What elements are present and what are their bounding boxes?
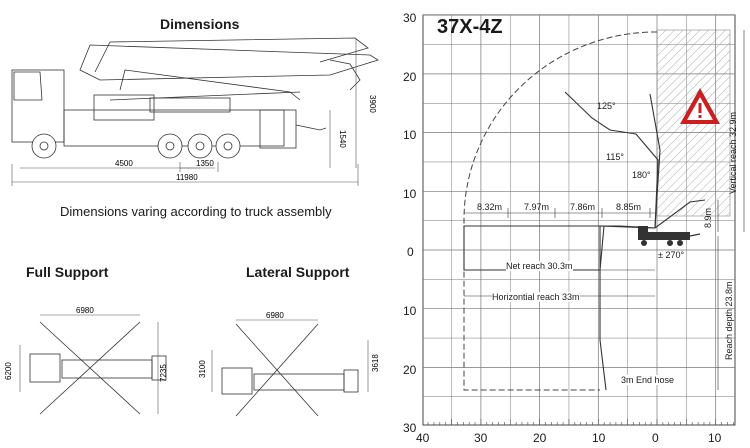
dim-mid-1350: 1350	[196, 159, 214, 168]
dimensions-note: Dimensions varing according to truck ass…	[60, 204, 332, 219]
x-tick-label: 10	[708, 431, 722, 445]
full-support-depth2: 7235	[159, 364, 168, 382]
lateral-support-top-view	[211, 319, 369, 417]
section-label: 8.32m	[477, 202, 503, 212]
angle-270: ± 270°	[658, 250, 685, 260]
reach-depth-label: Reach depth 23.8m	[724, 281, 734, 360]
lateral-support-title: Lateral Support	[246, 264, 350, 280]
grid-line	[422, 14, 736, 426]
full-support-top-view	[19, 314, 167, 415]
lateral-support-depth2: 3618	[371, 354, 380, 372]
hatched-zone	[656, 29, 731, 217]
end-hose-label: 3m End hose	[621, 375, 675, 385]
x-tick-label: 20	[533, 431, 547, 445]
full-support-title: Full Support	[26, 264, 109, 280]
lateral-support-depth: 3100	[198, 360, 207, 378]
section-label: 7.97m	[524, 202, 550, 212]
truck-dimension-lines	[11, 38, 359, 186]
section-label: 8.85m	[616, 202, 642, 212]
y-tick-label: 0	[407, 245, 414, 259]
x-tick-label: 0	[652, 431, 659, 445]
truck-icon	[638, 226, 701, 246]
truck-dimension-drawings: 3900 1540 4500 1350 11980 6980 6200 7235…	[4, 37, 380, 417]
y-tick-label: 10	[403, 187, 417, 201]
full-support-depth: 6200	[4, 362, 13, 380]
boom-positions	[463, 91, 706, 391]
dim-total-11980: 11980	[176, 173, 198, 182]
y-tick-label: 20	[403, 70, 417, 84]
y-tick-label: 30	[403, 421, 417, 435]
horizontal-reach-label: Horizontial reach 33m	[492, 292, 580, 302]
angle-125: 125°	[597, 101, 616, 111]
height-small-label: 8.9m	[703, 207, 713, 228]
dim-rear-1540: 1540	[338, 130, 347, 148]
angle-115: 115°	[606, 152, 624, 162]
net-reach-label: Net reach 30.3m	[506, 261, 573, 271]
range-grid	[422, 14, 736, 426]
y-tick-label: 30	[403, 11, 417, 25]
full-support-width: 6980	[76, 306, 94, 315]
truck-side-view	[11, 37, 379, 159]
angle-180: 180°	[632, 170, 651, 180]
lateral-support-width: 6980	[266, 311, 284, 320]
dim-height-3900: 3900	[368, 95, 377, 113]
range-dimension-lines	[464, 30, 745, 390]
x-tick-label: 30	[474, 431, 488, 445]
model-title: 37X-4Z	[437, 16, 503, 38]
section-label: 7.86m	[570, 202, 596, 212]
y-tick-label: 20	[403, 363, 417, 377]
y-tick-label: 10	[403, 304, 417, 318]
x-tick-label: 10	[592, 431, 606, 445]
y-tick-label: 10	[403, 128, 417, 142]
x-tick-label: 40	[416, 431, 430, 445]
vertical-reach-label: Vertical reach 32.9m	[728, 111, 738, 194]
warning-triangle-icon	[680, 88, 720, 124]
dim-front-4500: 4500	[115, 159, 133, 168]
dimensions-title: Dimensions	[160, 16, 240, 32]
